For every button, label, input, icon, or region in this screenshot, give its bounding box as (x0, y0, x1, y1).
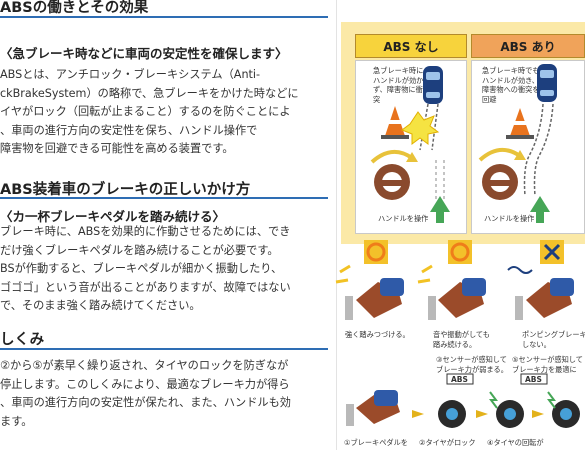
tire-icon (552, 400, 580, 428)
section2-line: で、そのまま強く踏み続けてください。 (0, 299, 201, 313)
sensor-caption-1: ③センサーが感知して ブレーキ力が弱まる。 (436, 355, 508, 374)
curved-path (523, 103, 554, 197)
header-without-abs: ABS なし (355, 34, 467, 58)
steering-wheel-icon (478, 148, 526, 200)
cross-mark-icon (540, 240, 564, 264)
circle-mark-icon (364, 240, 388, 264)
step-caption-1: ①ブレーキペダルを (344, 438, 408, 447)
caption-with-abs: 急ブレーキ時でも ハンドルが効き、 障害物への衝突を 回避 (482, 66, 540, 104)
section1-line: 、車両の進行方向の安定性を保ち、ハンドル操作で (0, 123, 258, 137)
section3-line: ②から⑤が素早く繰り返され、タイヤのロックを防ぎなが (0, 359, 289, 372)
abs-badge-icon (520, 373, 548, 385)
cell-without-abs (355, 60, 467, 234)
pedal-foot-illustration (346, 390, 400, 426)
section3-line: 停止します。このしくみにより、最適なブレーキ力が得ら (0, 377, 290, 391)
section1-line: 障害物を回避できる可能性を高める装置です。 (0, 142, 234, 156)
car-icon (423, 66, 443, 104)
section1-rule (0, 16, 328, 18)
section2-line: BSが作動すると、ブレーキペダルが細かく振動したり、 (0, 262, 283, 276)
section2-line: ゴゴゴ」という音が出ることがありますが、故障ではない (0, 280, 291, 294)
header-with-abs: ABS あり (471, 34, 585, 58)
abs-badge-label: ABS (525, 374, 542, 384)
abs-badge-icon (446, 373, 474, 385)
section3-rule (0, 348, 328, 350)
arrow-up-icon (530, 196, 550, 223)
pedal-caption-1: 強く踏みつづける。 (345, 330, 410, 339)
tire-icon (438, 400, 466, 428)
abs-badge-label: ABS (451, 374, 468, 384)
steering-wheel-icon (370, 150, 418, 200)
section1-subheading: 〈急ブレーキ時などに車両の安定性を確保します〉 (0, 46, 288, 61)
skid-marks (419, 103, 439, 151)
road-lines (435, 160, 445, 200)
tire-icon (496, 400, 524, 428)
pedal-foot-illustration (417, 264, 486, 320)
section3-line: ます。 (0, 414, 33, 428)
pedal-foot-illustration (335, 264, 404, 320)
section2-heading: ABS装着車のブレーキの正しいかけ方 (0, 182, 251, 198)
steer-label-without: ハンドルを操作 (378, 214, 429, 223)
pedal-caption-2: 音や振動がしても 踏み続ける。 (433, 330, 490, 349)
column-divider (336, 0, 337, 450)
car-icon (537, 64, 557, 102)
section1-heading: ABSの働きとその効果 (0, 0, 149, 16)
steer-label-with: ハンドルを操作 (484, 214, 535, 223)
traffic-cone-icon (381, 106, 409, 139)
cell-with-abs (471, 60, 585, 234)
arrow-up-icon (430, 196, 450, 223)
section1-line: ckBrakeSystem）の略称で、急ブレーキをかけた時などに (0, 86, 299, 100)
cycle-arrows (412, 391, 556, 418)
section2-rule (0, 197, 328, 199)
section3-heading: しくみ (0, 332, 45, 348)
circle-mark-icon (448, 240, 472, 264)
step-caption-2: ②タイヤがロック (419, 438, 476, 447)
sensor-caption-2: ⑤センサーが感知して ブレーキ力を最適に (512, 355, 583, 374)
step-caption-3: ④タイヤの回転が (487, 438, 544, 447)
crash-burst-icon (400, 111, 440, 145)
section2-line: ブレーキ時に、ABSを効果的に作動させるためには、でき (0, 225, 291, 238)
caption-without-abs: 急ブレーキ時に ハンドルが効か ず、障害物に衝 突 (373, 66, 424, 104)
pedal-foot-illustration (507, 266, 574, 320)
section1-line: ABSとは、アンチロック・ブレーキシステム（Anti- (0, 68, 261, 81)
section2-line: だけ強くブレーキペダルを踏み続けることが必要です。 (0, 243, 279, 257)
section3-line: 、車両の進行方向の安定性が保たれ、また、ハンドルも効 (0, 396, 291, 410)
traffic-cone-icon (506, 108, 534, 139)
section2-subheading: 〈カ一杯ブレーキペダルを踏み続ける〉 (0, 209, 226, 224)
section1-line: イヤがロック（回転が止まること）するのを防ぐことによ (0, 105, 291, 119)
pedal-caption-3: ポンピングブレーキは しない。 (522, 330, 585, 349)
